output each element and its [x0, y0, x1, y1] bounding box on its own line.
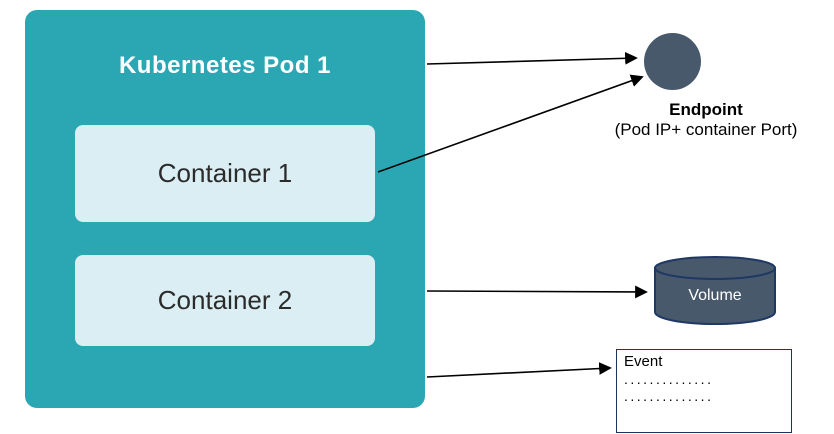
volume-node: Volume — [652, 254, 778, 333]
arrow-container2-to-volume — [426, 285, 648, 299]
event-row: .............. — [624, 388, 714, 404]
container-2-label: Container 2 — [157, 285, 293, 315]
arrow-pod-to-event — [426, 362, 612, 378]
pod-title: Kubernetes Pod 1 — [118, 52, 332, 79]
arrow-pod-to-endpoint — [426, 51, 638, 65]
volume-label: Volume — [688, 287, 741, 304]
endpoint-labels: Endpoint (Pod IP+ container Port) — [578, 100, 834, 140]
pod-node: Kubernetes Pod 1 Container 1 Container 2 — [25, 10, 425, 408]
event-row: .............. — [624, 371, 714, 387]
endpoint-label: Endpoint — [669, 100, 743, 119]
volume-cylinder-icon: Volume — [654, 256, 776, 325]
container-2-node: Container 2 — [75, 255, 375, 346]
container-1-node: Container 1 — [75, 125, 375, 222]
container-1-label: Container 1 — [157, 158, 293, 188]
event-node: Event .............. .............. — [616, 349, 792, 433]
event-label: Event — [624, 353, 663, 370]
endpoint-node — [644, 33, 701, 90]
endpoint-sublabel: (Pod IP+ container Port) — [614, 120, 798, 139]
